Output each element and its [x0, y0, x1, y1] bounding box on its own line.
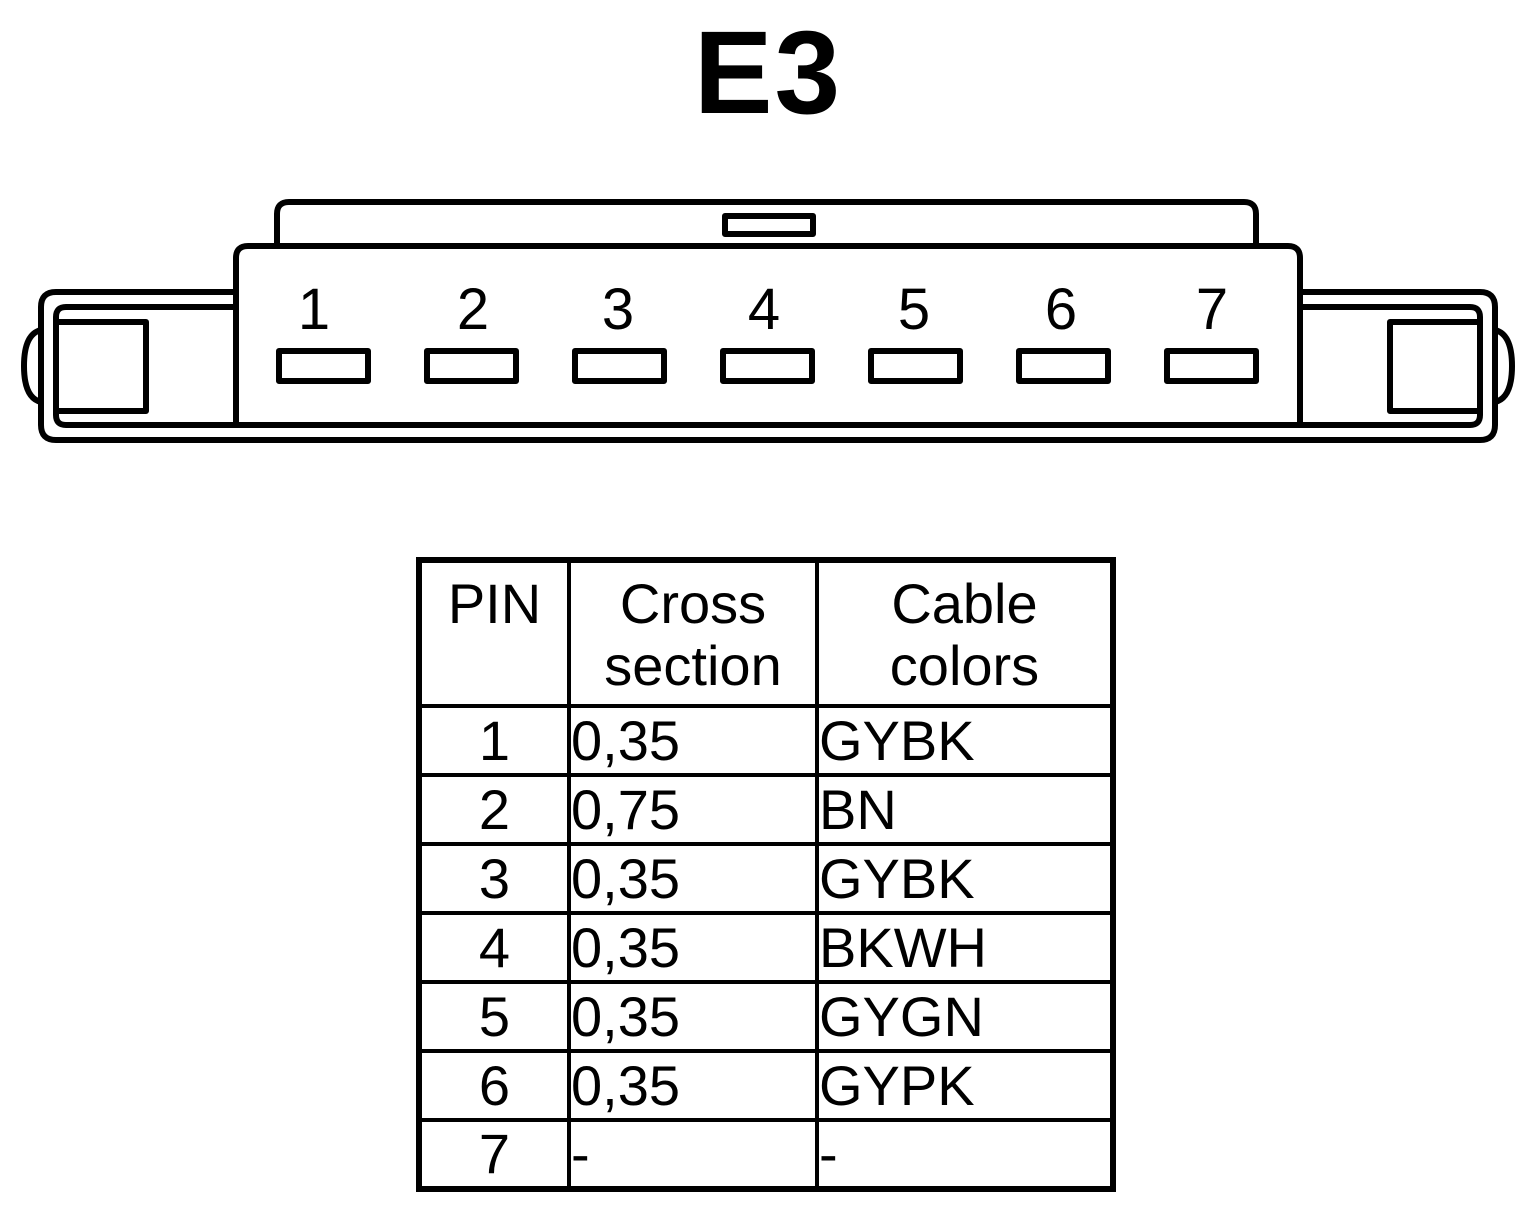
table-header-row: PIN Cross section Cable colors: [417, 558, 1115, 708]
table-row: 5 0,35 GYGN: [417, 980, 1115, 1053]
pin-label: 4: [748, 277, 780, 342]
pin-label: 5: [898, 277, 930, 342]
cross-section-cell: 0,35: [567, 911, 819, 984]
pin-label: 1: [298, 277, 330, 342]
cross-section-cell: 0,35: [567, 704, 819, 777]
pin-slot: [276, 348, 371, 384]
table-row: 4 0,35 BKWH: [417, 911, 1115, 984]
cable-color-cell: -: [815, 1118, 1115, 1191]
cross-section-cell: 0,35: [567, 842, 819, 915]
pin-slot: [1016, 348, 1111, 384]
connector-key-slot: [722, 213, 816, 237]
pin-label: 6: [1045, 277, 1077, 342]
header-cross-section: Cross section: [567, 558, 819, 708]
cable-color-cell: BN: [815, 773, 1115, 846]
pin-cell: 4: [417, 911, 571, 984]
cable-color-cell: GYBK: [815, 704, 1115, 777]
pin-label: 3: [602, 277, 634, 342]
cable-color-cell: GYGN: [815, 980, 1115, 1053]
left-side-tab: [21, 327, 42, 405]
table-row: 1 0,35 GYBK: [417, 704, 1115, 777]
header-pin: PIN: [417, 558, 571, 708]
cross-section-cell: 0,75: [567, 773, 819, 846]
header-cable-colors: Cable colors: [815, 558, 1115, 708]
right-side-tab: [1494, 327, 1515, 405]
cross-section-cell: 0,35: [567, 1049, 819, 1122]
cable-color-cell: BKWH: [815, 911, 1115, 984]
pin-cell: 1: [417, 704, 571, 777]
connector-housing-outline: [38, 289, 1498, 443]
pin-cell: 5: [417, 980, 571, 1053]
pin-cell: 2: [417, 773, 571, 846]
pin-slot: [720, 348, 815, 384]
left-lock-window: [53, 319, 149, 414]
pin-slot: [868, 348, 963, 384]
pin-slot: [572, 348, 667, 384]
connector-top-latch: [274, 199, 1259, 243]
cross-section-cell: 0,35: [567, 980, 819, 1053]
cross-section-cell: -: [567, 1118, 819, 1191]
pin-cell: 6: [417, 1049, 571, 1122]
right-lock-window: [1387, 319, 1483, 414]
table-row: 2 0,75 BN: [417, 773, 1115, 846]
pin-cell: 7: [417, 1118, 571, 1191]
pin-slot: [1164, 348, 1259, 384]
table-row: 6 0,35 GYPK: [417, 1049, 1115, 1122]
connector-title: E3: [693, 7, 843, 139]
pin-label: 2: [457, 277, 489, 342]
pin-label: 7: [1196, 277, 1228, 342]
pin-cell: 3: [417, 842, 571, 915]
cable-color-cell: GYBK: [815, 842, 1115, 915]
table-row: 3 0,35 GYBK: [417, 842, 1115, 915]
pin-slot: [424, 348, 519, 384]
connector-diagram: 1 2 3 4 5 6 7: [21, 199, 1515, 443]
pin-assignment-table: PIN Cross section Cable colors 1 0,35 GY…: [416, 557, 1116, 1192]
connector-main-body: [233, 243, 1303, 292]
table-row: 7 - -: [417, 1118, 1115, 1191]
cable-color-cell: GYPK: [815, 1049, 1115, 1122]
